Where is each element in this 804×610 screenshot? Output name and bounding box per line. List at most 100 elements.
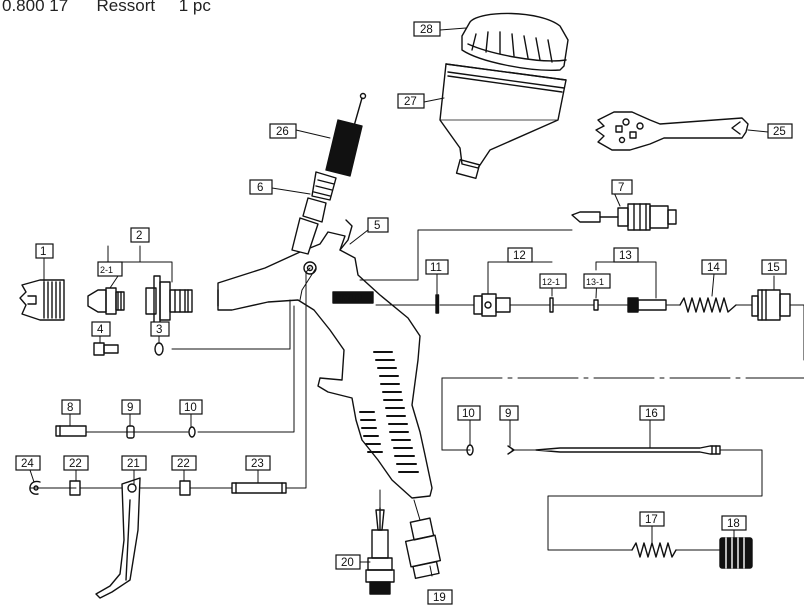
svg-text:14: 14 — [707, 262, 720, 274]
pin-23 — [231, 482, 287, 494]
svg-text:9: 9 — [127, 402, 133, 414]
svg-text:26: 26 — [276, 126, 289, 138]
seal-nut — [93, 342, 119, 356]
svg-text:24: 24 — [21, 458, 34, 470]
svg-text:10: 10 — [184, 402, 197, 414]
pin-8 — [55, 425, 87, 437]
label-21: 21 — [121, 455, 147, 471]
svg-text:11: 11 — [430, 262, 442, 274]
brand-badge — [332, 291, 374, 304]
label-12-1: 12-1 — [539, 273, 567, 289]
group-brackets — [29, 27, 775, 577]
label-6: 6 — [249, 179, 273, 195]
cup-lid — [461, 12, 569, 71]
valve-body-12 — [473, 293, 511, 317]
label-24: 24 — [15, 455, 41, 471]
header-part-qty: 1 pc — [178, 0, 211, 15]
needle-knob-18 — [719, 537, 753, 569]
label-25: 25 — [767, 123, 793, 139]
fluid-inlet-filter — [325, 92, 367, 177]
valve-stem-13 — [627, 297, 667, 313]
label-9a: 9 — [121, 399, 141, 415]
svg-text:21: 21 — [127, 458, 140, 470]
svg-text:5: 5 — [374, 220, 380, 232]
leader-lines — [29, 229, 804, 551]
svg-text:12: 12 — [513, 250, 526, 262]
label-2: 2 — [130, 227, 150, 243]
spring-17 — [631, 542, 677, 558]
label-23: 23 — [245, 455, 271, 471]
svg-text:18: 18 — [727, 518, 740, 530]
svg-text:22: 22 — [177, 458, 190, 470]
bushing-22b — [179, 480, 191, 496]
label-19: 19 — [427, 589, 453, 605]
svg-text:10: 10 — [462, 408, 475, 420]
fluid-needle-16 — [535, 445, 721, 455]
baffle-assembly — [145, 275, 193, 325]
label-10a: 10 — [179, 399, 203, 415]
svg-text:20: 20 — [341, 557, 354, 569]
spring-14 — [679, 297, 737, 313]
svg-text:15: 15 — [767, 262, 780, 274]
clip-24 — [29, 480, 41, 495]
svg-text:28: 28 — [420, 24, 433, 36]
header-part-name: Ressort — [96, 0, 156, 15]
svg-text:3: 3 — [156, 324, 162, 336]
label-5: 5 — [367, 217, 389, 233]
svg-text:7: 7 — [618, 182, 624, 194]
label-22b: 22 — [171, 455, 197, 471]
label-3: 3 — [150, 321, 170, 337]
label-27: 27 — [397, 93, 425, 109]
o-ring-10a — [188, 426, 196, 438]
svg-text:1: 1 — [40, 246, 46, 258]
header-part-code: 0.800 17 — [2, 0, 69, 15]
svg-text:4: 4 — [97, 324, 104, 336]
svg-text:25: 25 — [773, 126, 786, 138]
label-17: 17 — [639, 511, 665, 527]
label-8: 8 — [61, 399, 81, 415]
fluid-inlet-nipple — [291, 171, 337, 255]
label-2-1: 2-1 — [97, 261, 123, 277]
label-14: 14 — [701, 259, 727, 275]
svg-text:12-1: 12-1 — [542, 277, 560, 287]
part-labels: 1 2 2-1 3 4 5 6 7 8 9 10 9 10 11 12 12-1… — [15, 21, 793, 605]
svg-text:16: 16 — [645, 408, 658, 420]
air-inlet-19 — [404, 517, 442, 580]
label-1: 1 — [35, 243, 54, 259]
header-row: 0.800 17 Ressort 1 pc — [2, 0, 211, 16]
label-26: 26 — [269, 123, 297, 139]
air-cap — [19, 279, 65, 321]
bushing-22a — [69, 480, 81, 496]
paint-cup — [439, 63, 567, 180]
svg-text:8: 8 — [67, 402, 73, 414]
label-28: 28 — [413, 21, 441, 37]
svg-text:13: 13 — [619, 250, 632, 262]
grip-ribs — [359, 351, 419, 473]
label-11: 11 — [425, 259, 449, 275]
label-16: 16 — [639, 405, 665, 421]
label-20: 20 — [335, 554, 361, 570]
label-18: 18 — [721, 515, 747, 531]
svg-text:22: 22 — [69, 458, 82, 470]
label-9b: 9 — [499, 405, 519, 421]
cleaning-wrench — [595, 111, 749, 151]
svg-text:27: 27 — [404, 96, 417, 108]
svg-text:23: 23 — [251, 458, 264, 470]
label-7: 7 — [611, 179, 633, 195]
label-15: 15 — [761, 259, 787, 275]
label-13: 13 — [613, 247, 639, 263]
o-ring-3 — [154, 342, 164, 356]
label-22a: 22 — [63, 455, 89, 471]
trigger-21 — [95, 477, 141, 599]
seal-11 — [435, 294, 440, 314]
svg-text:19: 19 — [433, 592, 446, 604]
svg-text:2: 2 — [136, 230, 142, 242]
label-12: 12 — [507, 247, 533, 263]
svg-text:6: 6 — [257, 182, 263, 194]
svg-text:9: 9 — [505, 408, 511, 420]
svg-text:13-1: 13-1 — [586, 277, 604, 287]
svg-text:2-1: 2-1 — [100, 265, 113, 275]
label-10b: 10 — [457, 405, 481, 421]
air-adjuster-20 — [365, 507, 395, 595]
